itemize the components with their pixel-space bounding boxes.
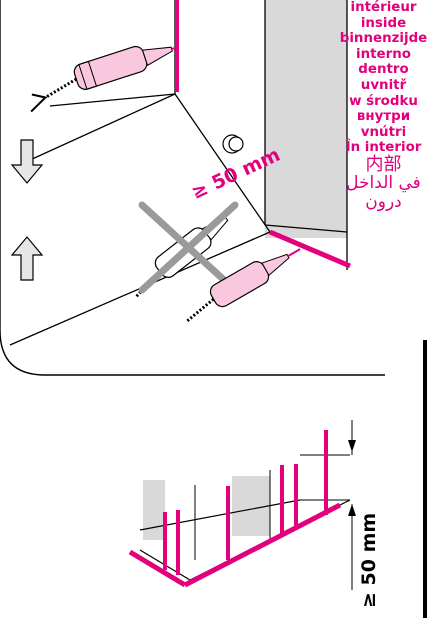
wall-panel: [265, 0, 347, 238]
base-detail: [128, 420, 356, 590]
knob: [222, 134, 244, 154]
room-edges: [9, 0, 348, 346]
label-it: interno: [356, 46, 411, 62]
inside-labels: intérieur inside binnenzijde interno den…: [330, 0, 437, 290]
label-fr: intérieur: [350, 0, 417, 15]
label-nl: binnenzijde: [339, 31, 428, 47]
detail-frame: [0, 0, 385, 376]
cross-mark-icon: [138, 201, 239, 294]
label-ru: внутри: [356, 109, 411, 125]
label-fa: درون: [365, 191, 402, 212]
label-en: inside: [360, 15, 407, 31]
label-ro: În interior: [345, 140, 422, 156]
label-ar: في الداخل: [346, 172, 421, 193]
arrow-up-icon: [10, 236, 44, 281]
glass-edge-bottom: [269, 229, 351, 269]
label-zh: 内部: [365, 153, 402, 175]
label-es: dentro: [358, 62, 409, 78]
label-cs: uvnitř: [360, 77, 407, 93]
label-pl: w środku: [349, 93, 418, 109]
label-sk: vnútri: [360, 124, 407, 140]
dimension-label-bottom: ≥ 50 mm: [358, 512, 380, 608]
arrow-down-icon: [10, 139, 44, 184]
silicone-tube-bottom: [185, 248, 301, 323]
silicone-tube-top: [30, 45, 177, 113]
